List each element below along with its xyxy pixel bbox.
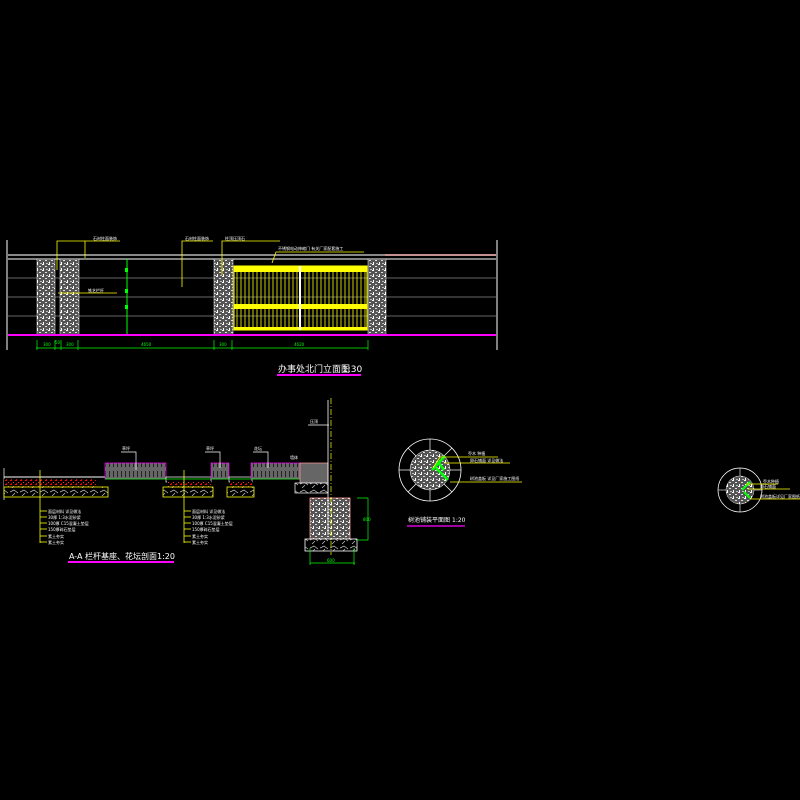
section-view: 压顶 800 600 草坪 草坪 花坛 墙体 — [3, 398, 371, 565]
plan-title: 树池铺装平面图 — [408, 516, 450, 524]
note: 石材柱面装饰 — [185, 235, 209, 241]
plan-scale: 1:20 — [452, 517, 466, 524]
layer-note: 30厚 1:3水泥砂浆 — [192, 514, 225, 520]
layer-note: 30厚 1:3水泥砂浆 — [48, 514, 81, 520]
pillar — [36, 258, 56, 336]
layer-note: 100厚 C15混凝土垫层 — [48, 520, 89, 526]
layer-note: 150厚碎石垫层 — [48, 526, 76, 532]
dim-text: 300 — [43, 342, 51, 347]
note: 树池盖板 详见厂家施工图纸 — [470, 475, 519, 481]
tree-pit-plan-small: 乔木种植 卵石铺面 树池盖板详见厂家图纸 — [717, 467, 800, 513]
dim-text: 300 — [219, 342, 227, 347]
note: 铁艺栏杆 — [88, 287, 104, 293]
dim-text: 4650 — [141, 342, 152, 347]
elevation-title: 办事处北门立面图 — [278, 363, 350, 375]
section-title: A-A 栏杆基座、花坛剖面 — [69, 551, 157, 561]
note: 柱顶压顶石 — [225, 235, 245, 241]
layer-note: 面层材料 详见做法 — [192, 508, 225, 514]
tag: 花坛 — [254, 445, 262, 451]
layer-note: 150厚碎石垫层 — [192, 526, 220, 532]
elevation-scale: 1:30 — [342, 365, 362, 375]
elevation-view: 300 50 300 4650 300 4620 石材柱面装饰 铁艺栏杆 石材柱… — [6, 235, 498, 376]
note: 乔木 种植 — [468, 450, 485, 456]
note: 卵石铺面 — [760, 483, 776, 489]
dim-text: 600 — [327, 558, 335, 563]
tag: 压顶 — [310, 419, 318, 424]
layer-note: 素土夯实 — [192, 539, 208, 545]
dim-text: 800 — [363, 517, 371, 522]
layer-note: 素土夯实 — [48, 539, 64, 545]
sliding-gate — [233, 265, 368, 331]
pillar — [367, 258, 387, 336]
layer-note: 面层材料 详见做法 — [48, 508, 81, 514]
note: 乔木种植 — [763, 478, 779, 484]
note: 卵石铺面 详见做法 — [470, 457, 503, 463]
dim-text: 50 — [55, 340, 61, 345]
tree-pit-plan-large: 乔木 种植 卵石铺面 详见做法 树池盖板 详见厂家施工图纸 树池铺装平面图 1:… — [398, 438, 522, 527]
note: 石材柱面装饰 — [93, 235, 117, 241]
note: 不锈钢电动伸缩门 有关厂家配套施工 — [278, 245, 343, 251]
dim-text: 300 — [66, 342, 74, 347]
dim-text: 4620 — [294, 342, 305, 347]
layer-note: 素土夯实 — [192, 533, 208, 539]
note: 树池盖板详见厂家图纸 — [760, 493, 800, 499]
pillar — [59, 258, 80, 336]
pillar — [213, 258, 234, 336]
tag: 草坪 — [206, 445, 214, 451]
tag: 草坪 — [122, 445, 130, 451]
tag: 墙体 — [290, 454, 298, 460]
layer-note: 100厚 C15混凝土垫层 — [192, 520, 233, 526]
section-scale: 1:20 — [157, 552, 175, 561]
layer-note: 素土夯实 — [48, 533, 64, 539]
